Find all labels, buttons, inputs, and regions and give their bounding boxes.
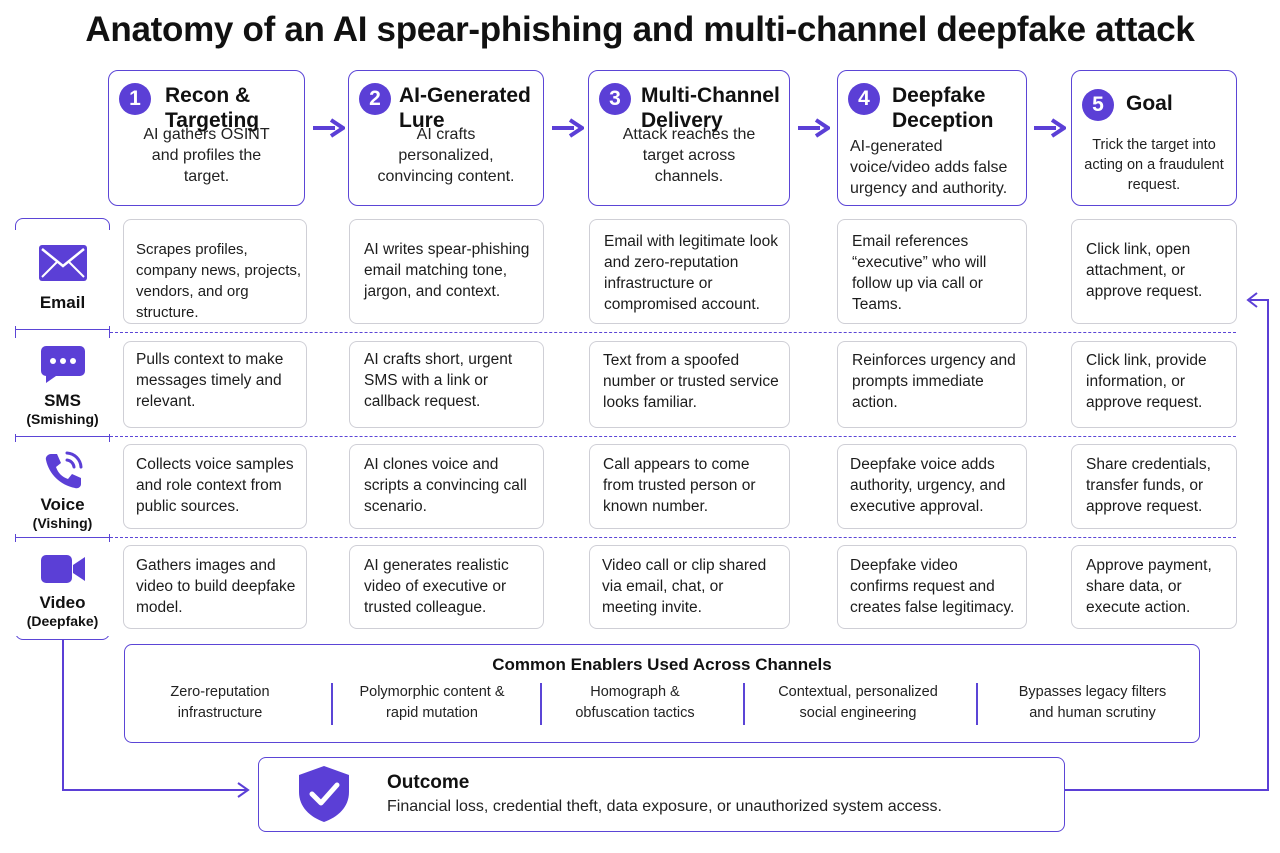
enabler-item: Bypasses legacy filters and human scruti… <box>1018 684 1167 721</box>
channel-sms: SMS (Smishing) <box>15 338 110 434</box>
grid-cell-voice-deception: Deepfake voice adds authority, urgency, … <box>837 444 1027 529</box>
channel-divider <box>15 436 110 437</box>
grid-cell-voice-lure: AI clones voice and scripts a convincing… <box>349 444 544 529</box>
stage-box-4: 4 Deepfake Deception AI-generated voice/v… <box>837 70 1027 206</box>
channel-label: Email <box>39 293 86 312</box>
stage-number-1: 1 <box>119 83 151 115</box>
stage-desc-1: AI gathers OSINT and profiles the target… <box>143 126 270 185</box>
channel-divider <box>15 537 110 538</box>
video-camera-icon <box>15 554 110 584</box>
grid-cell-voice-recon: Collects voice samples and role context … <box>123 444 307 529</box>
grid-cell-video-deception: Deepfake video confirms request and crea… <box>837 545 1027 629</box>
outcome-title: Outcome <box>387 772 470 793</box>
row-divider <box>110 436 1236 437</box>
enabler-item: Polymorphic content & rapid mutation <box>359 684 505 721</box>
enabler-divider <box>743 683 745 725</box>
channel-label: SMS <box>44 391 81 410</box>
grid-cell-sms-lure: AI crafts short, urgent SMS with a link … <box>349 341 544 428</box>
channel-divider <box>15 329 110 330</box>
outcome-description: Financial loss, credential theft, data e… <box>387 798 942 815</box>
channel-label: Video <box>39 593 86 612</box>
channel-video: Video (Deepfake) <box>15 542 110 636</box>
channel-label: Voice <box>40 495 85 514</box>
stage-arrow-2 <box>552 118 584 138</box>
stage-arrow-4 <box>1034 118 1066 138</box>
stage-number-3: 3 <box>599 83 631 115</box>
grid-cell-video-lure: AI generates realistic video of executiv… <box>349 545 544 629</box>
grid-cell-video-goal: Approve payment, share data, or execute … <box>1071 545 1237 629</box>
channel-sublabel: (Vishing) <box>32 515 93 531</box>
stage-title-5: Goal <box>1126 92 1173 115</box>
envelope-icon <box>15 244 110 282</box>
grid-cell-sms-delivery: Text from a spoofed number or trusted se… <box>589 341 790 428</box>
grid-cell-email-deception: Email references “executive” who will fo… <box>837 219 1027 324</box>
shield-check-icon <box>297 764 351 829</box>
channel-sublabel: (Smishing) <box>26 411 99 427</box>
grid-cell-email-delivery: Email with legitimate look and zero-repu… <box>589 219 790 324</box>
grid-cell-sms-goal: Click link, provide information, or appr… <box>1071 341 1237 428</box>
grid-cell-sms-recon: Pulls context to make messages timely an… <box>123 341 307 428</box>
grid-cell-email-recon: Scrapes profiles, company news, projects… <box>123 219 307 324</box>
channel-sublabel: (Deepfake) <box>26 613 99 629</box>
channel-email: Email <box>15 230 110 326</box>
stage-desc-4: AI-generated voice/video adds false urge… <box>850 138 1008 197</box>
grid-cell-video-delivery: Video call or clip shared via email, cha… <box>589 545 790 629</box>
stage-desc-3: Attack reaches the target across channel… <box>622 126 756 185</box>
enabler-divider <box>540 683 542 725</box>
enabler-divider <box>976 683 978 725</box>
enabler-item: Zero-reputation infrastructure <box>170 684 270 721</box>
enabler-item: Homograph & obfuscation tactics <box>575 684 695 721</box>
stage-arrow-1 <box>313 118 345 138</box>
channel-voice: Voice (Vishing) <box>15 442 110 534</box>
stage-number-4: 4 <box>848 83 880 115</box>
stage-title-1: Recon & Targeting <box>165 84 260 132</box>
enabler-item: Contextual, personalized social engineer… <box>778 684 938 721</box>
enablers-panel: Common Enablers Used Across Channels Zer… <box>124 644 1200 743</box>
diagram-title: Anatomy of an AI spear-phishing and mult… <box>85 10 1195 49</box>
stage-arrow-3 <box>798 118 830 138</box>
stage-title-2: AI-Generated Lure <box>399 84 531 132</box>
stage-desc-2: AI crafts personalized, convincing conte… <box>377 126 515 185</box>
grid-cell-video-recon: Gathers images and video to build deepfa… <box>123 545 307 629</box>
row-divider <box>110 537 1236 538</box>
enabler-divider <box>331 683 333 725</box>
stage-box-1: 1 Recon & Targeting AI gathers OSINT and … <box>108 70 305 206</box>
stage-title-4: Deepfake Deception <box>892 84 994 132</box>
enablers-title: Common Enablers Used Across Channels <box>492 655 832 674</box>
outcome-box: Outcome Financial loss, credential theft… <box>258 757 1065 832</box>
grid-cell-voice-delivery: Call appears to come from trusted person… <box>589 444 790 529</box>
grid-cell-email-lure: AI writes spear-phishing email matching … <box>349 219 544 324</box>
stage-title-3: Multi-Channel Delivery <box>641 84 780 132</box>
grid-cell-voice-goal: Share credentials, transfer funds, or ap… <box>1071 444 1237 529</box>
grid-cell-sms-deception: Reinforces urgency and prompts immediate… <box>837 341 1027 428</box>
stage-box-3: 3 Multi-Channel Delivery Attack reaches t… <box>588 70 790 206</box>
phone-icon <box>15 450 110 492</box>
stage-desc-5: Trick the target into acting on a fraudu… <box>1084 137 1224 193</box>
stage-number-5: 5 <box>1082 89 1114 121</box>
chat-bubble-icon <box>15 344 110 384</box>
stage-number-2: 2 <box>359 83 391 115</box>
grid-cell-email-goal: Click link, open attachment, or approve … <box>1071 219 1237 324</box>
stage-box-5: 5 Goal Trick the target into acting on a … <box>1071 70 1237 206</box>
row-divider <box>110 332 1236 333</box>
